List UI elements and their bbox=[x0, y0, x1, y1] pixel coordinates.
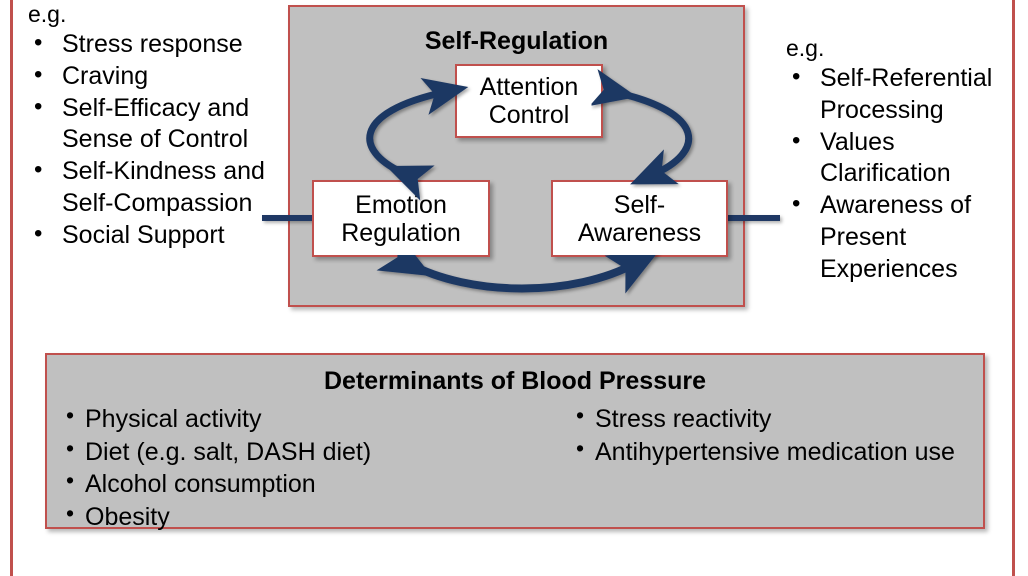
determinants-column-right: Stress reactivity Antihypertensive medic… bbox=[571, 401, 971, 469]
self-regulation-panel: Self-Regulation bbox=[288, 5, 745, 307]
right-examples-block: e.g. Self-Referential Processing Values … bbox=[782, 34, 1000, 285]
right-examples-list: Self-Referential Processing Values Clari… bbox=[782, 62, 1000, 285]
list-item: Awareness of Present Experiences bbox=[782, 189, 1000, 285]
node-self-awareness[interactable]: Self-Awareness bbox=[551, 180, 728, 257]
determinants-left-list: Physical activity Diet (e.g. salt, DASH … bbox=[61, 401, 531, 534]
determinants-column-left: Physical activity Diet (e.g. salt, DASH … bbox=[61, 401, 531, 534]
list-item: Antihypertensive medication use bbox=[571, 434, 971, 469]
list-item: Diet (e.g. salt, DASH diet) bbox=[61, 434, 531, 469]
determinants-right-list: Stress reactivity Antihypertensive medic… bbox=[571, 401, 971, 469]
list-item: Stress reactivity bbox=[571, 401, 971, 436]
left-connector-line bbox=[262, 215, 322, 221]
left-examples-heading: e.g. bbox=[28, 1, 67, 27]
left-examples-list: Stress response Craving Self-Efficacy an… bbox=[24, 28, 284, 252]
node-attention-control[interactable]: Attention Control bbox=[455, 64, 603, 138]
list-item: Self-Referential Processing bbox=[782, 62, 1000, 127]
list-item: Alcohol consumption bbox=[61, 466, 531, 501]
frame-rail-left bbox=[10, 0, 13, 576]
node-label: Self-Awareness bbox=[577, 190, 702, 247]
list-item: Values Clarification bbox=[782, 126, 1000, 191]
right-connector-line bbox=[722, 215, 780, 221]
node-emotion-regulation[interactable]: Emotion Regulation bbox=[312, 180, 490, 257]
list-item: Obesity bbox=[61, 499, 531, 534]
node-label: Emotion Regulation bbox=[341, 190, 461, 247]
list-item: Social Support bbox=[24, 219, 284, 252]
left-examples-block: e.g. Stress response Craving Self-Effica… bbox=[24, 0, 284, 251]
list-item: Self-Efficacy and Sense of Control bbox=[24, 92, 284, 157]
frame-rail-right bbox=[1012, 0, 1015, 576]
right-examples-heading: e.g. bbox=[786, 35, 825, 61]
node-label: Attention Control bbox=[479, 73, 579, 129]
list-item: Self-Kindness and Self-Compassion bbox=[24, 155, 284, 220]
list-item: Craving bbox=[24, 60, 284, 93]
self-regulation-title: Self-Regulation bbox=[424, 27, 609, 55]
determinants-panel: Determinants of Blood Pressure Physical … bbox=[45, 353, 985, 531]
determinants-title: Determinants of Blood Pressure bbox=[323, 367, 707, 395]
list-item: Stress response bbox=[24, 28, 284, 61]
list-item: Physical activity bbox=[61, 401, 531, 436]
